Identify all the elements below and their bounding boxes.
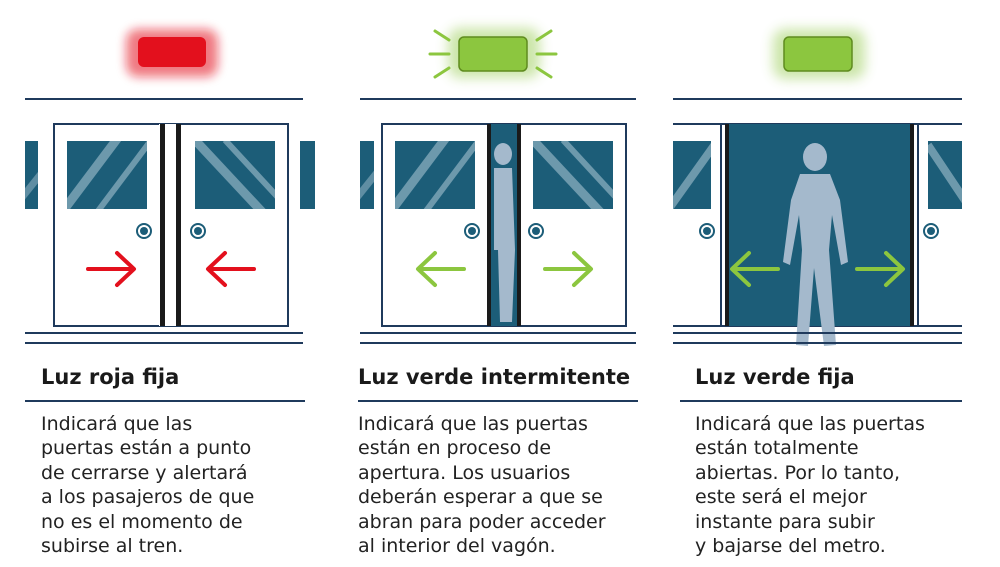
arrow-right-icon bbox=[543, 251, 593, 287]
title-divider bbox=[680, 400, 962, 402]
description-line: no es el momento de bbox=[41, 510, 243, 533]
description-line: Indicará que las puertas bbox=[358, 413, 588, 435]
panel-red-description: Indicará que las puertas están a punto d… bbox=[41, 412, 331, 558]
panel-blinking-description: Indicará que las puertas están en proces… bbox=[358, 412, 648, 558]
description-line: Indicará que las bbox=[41, 413, 193, 435]
description-line: instante para subir bbox=[695, 510, 875, 533]
title-divider bbox=[358, 400, 638, 402]
steady-green-light bbox=[773, 29, 865, 79]
panel-blinking-title: Luz verde intermitente bbox=[358, 365, 631, 389]
side-window-left bbox=[673, 141, 711, 209]
description-line: a los pasajeros de que bbox=[41, 486, 255, 509]
description-line: apertura. Los usuarios bbox=[358, 461, 571, 484]
door-glass-left bbox=[395, 141, 475, 209]
door-glass-right bbox=[195, 141, 275, 209]
door-button-left bbox=[136, 223, 152, 239]
description-line: y bajarse del metro. bbox=[695, 535, 886, 558]
side-window-left bbox=[360, 141, 374, 209]
panel-green-description: Indicará que las puertas están totalment… bbox=[695, 412, 985, 558]
panel-red-illustration bbox=[25, 29, 315, 344]
description-line: están totalmente bbox=[695, 437, 859, 460]
description-line: subirse al tren. bbox=[41, 535, 184, 558]
person-silhouette-icon bbox=[494, 143, 515, 322]
description-line: abran para poder acceder bbox=[358, 510, 606, 533]
description-line: Indicará que las puertas bbox=[695, 413, 925, 435]
blinking-green-light bbox=[448, 28, 540, 78]
arrow-right-icon bbox=[855, 251, 905, 287]
arrow-left-icon bbox=[416, 251, 466, 287]
door-glass-right bbox=[533, 141, 613, 209]
door-button-right bbox=[190, 223, 206, 239]
panel-green-illustration bbox=[673, 29, 962, 346]
door-button-left bbox=[464, 223, 480, 239]
red-signal-light bbox=[126, 29, 218, 77]
side-window-left bbox=[25, 141, 38, 209]
arrow-right-icon bbox=[86, 251, 136, 287]
arrow-left-icon bbox=[206, 251, 256, 287]
description-line: están en proceso de bbox=[358, 437, 552, 460]
title-divider bbox=[25, 400, 305, 402]
door-button-right bbox=[923, 223, 939, 239]
panel-red-title: Luz roja fija bbox=[41, 365, 180, 389]
panel-blinking-illustration bbox=[360, 28, 636, 344]
description-line: deberán esperar a que se bbox=[358, 486, 603, 509]
description-line: abiertas. Por lo tanto, bbox=[695, 461, 901, 484]
side-window-right bbox=[928, 141, 962, 209]
walking-person-icon bbox=[783, 143, 848, 346]
description-line: puertas están a punto bbox=[41, 437, 252, 460]
blink-rays-icon bbox=[428, 29, 558, 79]
description-line: este será el mejor bbox=[695, 486, 867, 509]
description-line: al interior del vagón. bbox=[358, 535, 556, 558]
description-line: de cerrarse y alertará bbox=[41, 461, 248, 484]
side-window-right bbox=[300, 141, 315, 209]
arrow-left-icon bbox=[730, 251, 780, 287]
door-button-right bbox=[528, 223, 544, 239]
door-button-left bbox=[699, 223, 715, 239]
door-illustrations bbox=[25, 28, 962, 346]
panel-green-title: Luz verde fija bbox=[695, 365, 855, 389]
door-glass-left bbox=[67, 141, 147, 209]
